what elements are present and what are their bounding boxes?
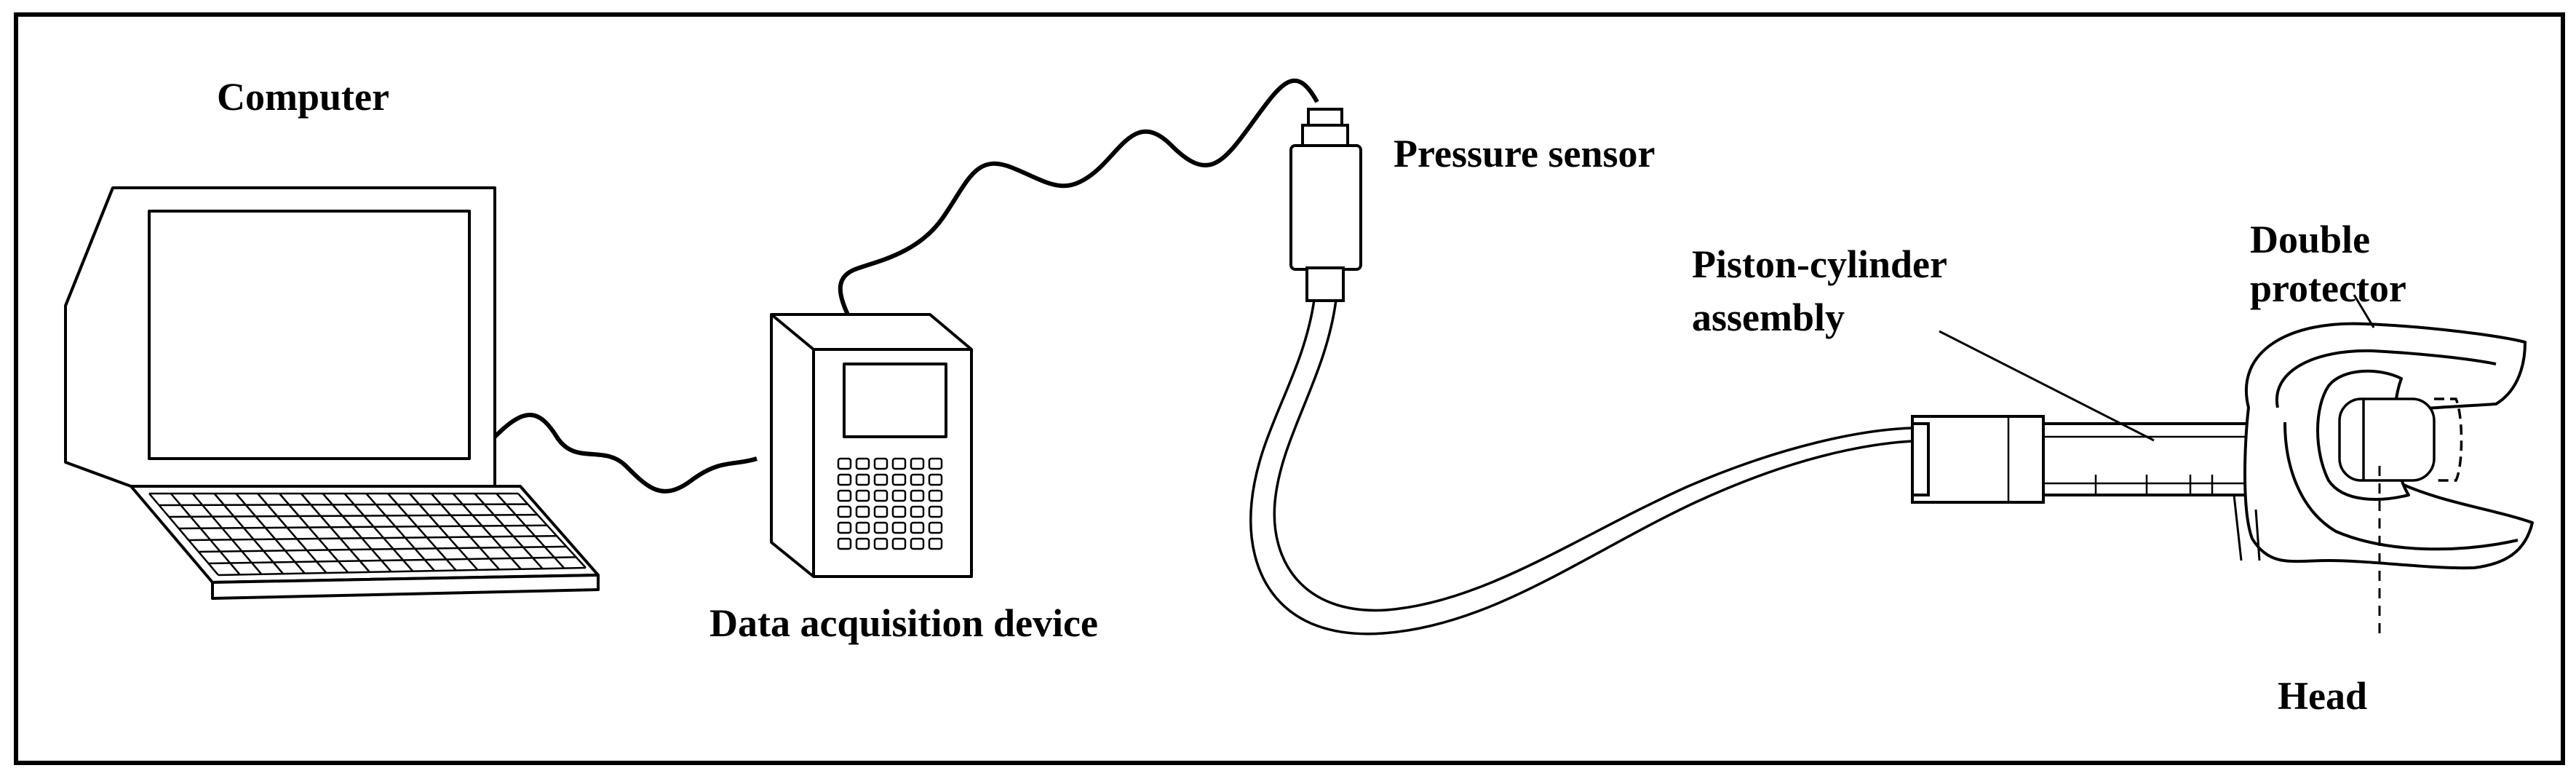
- keyboard-col-line: [191, 493, 263, 575]
- daq-key: [891, 505, 907, 518]
- daq-key: [837, 489, 852, 502]
- daq-key: [837, 473, 852, 486]
- keyboard-col-line: [278, 493, 349, 574]
- daq-key: [910, 473, 925, 486]
- label-data-acquisition: Data acquisition device: [709, 601, 1098, 645]
- laptop-keyboard-base: [130, 485, 600, 584]
- daq-key: [837, 521, 852, 534]
- daq-key: [855, 537, 870, 550]
- label-computer: Computer: [217, 75, 389, 119]
- cable-computer-daq: [493, 413, 758, 494]
- pressure-sensor: [1289, 108, 1362, 302]
- cable-daq-sensor: [838, 78, 1319, 316]
- keyboard-col-line: [452, 493, 522, 570]
- daq-keypad: [837, 457, 943, 550]
- daq-key: [928, 505, 943, 518]
- daq-key: [873, 521, 889, 534]
- daq-key: [837, 505, 852, 518]
- keyboard-col-line: [474, 493, 544, 570]
- keyboard-col-line: [300, 493, 370, 573]
- daq-key: [928, 537, 943, 550]
- daq-key: [873, 537, 889, 550]
- daq-key: [928, 521, 943, 534]
- keyboard-col-line: [170, 493, 241, 576]
- laptop-screen: [148, 210, 471, 460]
- keyboard-col-line: [365, 493, 435, 571]
- daq-key: [855, 489, 870, 502]
- keyboard-row-line: [218, 566, 587, 577]
- keyboard-col-line: [148, 493, 219, 576]
- hose-sensor-piston: [1249, 299, 1913, 635]
- keyboard-col-line: [322, 493, 392, 573]
- daq-display: [843, 363, 947, 438]
- daq-key: [910, 505, 925, 518]
- data-acquisition-device: [770, 313, 973, 578]
- daq-key: [873, 489, 889, 502]
- keyboard-col-line: [257, 493, 327, 574]
- daq-key: [855, 457, 870, 470]
- keyboard-row-line: [188, 535, 557, 542]
- daq-key: [837, 457, 852, 470]
- keyboard-row-line: [169, 513, 538, 518]
- keyboard-col-line: [387, 493, 457, 571]
- keyboard-col-line: [235, 493, 306, 574]
- daq-key: [873, 505, 889, 518]
- keyboard-col-line: [430, 493, 501, 571]
- daq-key: [891, 537, 907, 550]
- daq-key: [855, 473, 870, 486]
- keyboard-row-line: [208, 556, 576, 565]
- label-protector-line2: protector: [2250, 266, 2406, 310]
- head-form: [2338, 397, 2463, 482]
- daq-key: [910, 521, 925, 534]
- keyboard-col-line: [343, 493, 414, 572]
- daq-key: [928, 457, 943, 470]
- piston-cylinder-assembly: [1911, 415, 2256, 504]
- keyboard-col-line: [517, 493, 587, 569]
- daq-key: [891, 521, 907, 534]
- keyboard-col-line: [408, 493, 479, 571]
- protector-leader-line: [2353, 294, 2375, 328]
- daq-key: [873, 473, 889, 486]
- daq-key: [910, 489, 925, 502]
- daq-key: [928, 473, 943, 486]
- piston-leader-line: [1939, 330, 2155, 442]
- keyboard-row-line: [198, 545, 567, 553]
- daq-key: [910, 537, 925, 550]
- daq-key: [855, 521, 870, 534]
- keyboard-col-line: [213, 493, 285, 575]
- label-piston-line1: Piston-cylinder: [1692, 242, 1947, 286]
- daq-key: [891, 457, 907, 470]
- laptop-keys: [148, 492, 587, 577]
- protector-base: [2233, 494, 2261, 561]
- label-pressure-sensor: Pressure sensor: [1394, 132, 1655, 175]
- daq-key: [891, 473, 907, 486]
- daq-key: [891, 489, 907, 502]
- label-head: Head: [2278, 674, 2368, 718]
- keyboard-row-line: [159, 503, 528, 507]
- daq-key: [910, 457, 925, 470]
- daq-key: [837, 537, 852, 550]
- keyboard-row-line: [178, 524, 547, 530]
- daq-key: [928, 489, 943, 502]
- label-protector-line1: Double: [2250, 218, 2371, 261]
- label-piston-line2: assembly: [1692, 296, 1845, 339]
- daq-key: [873, 457, 889, 470]
- keyboard-col-line: [496, 493, 565, 569]
- daq-key: [855, 505, 870, 518]
